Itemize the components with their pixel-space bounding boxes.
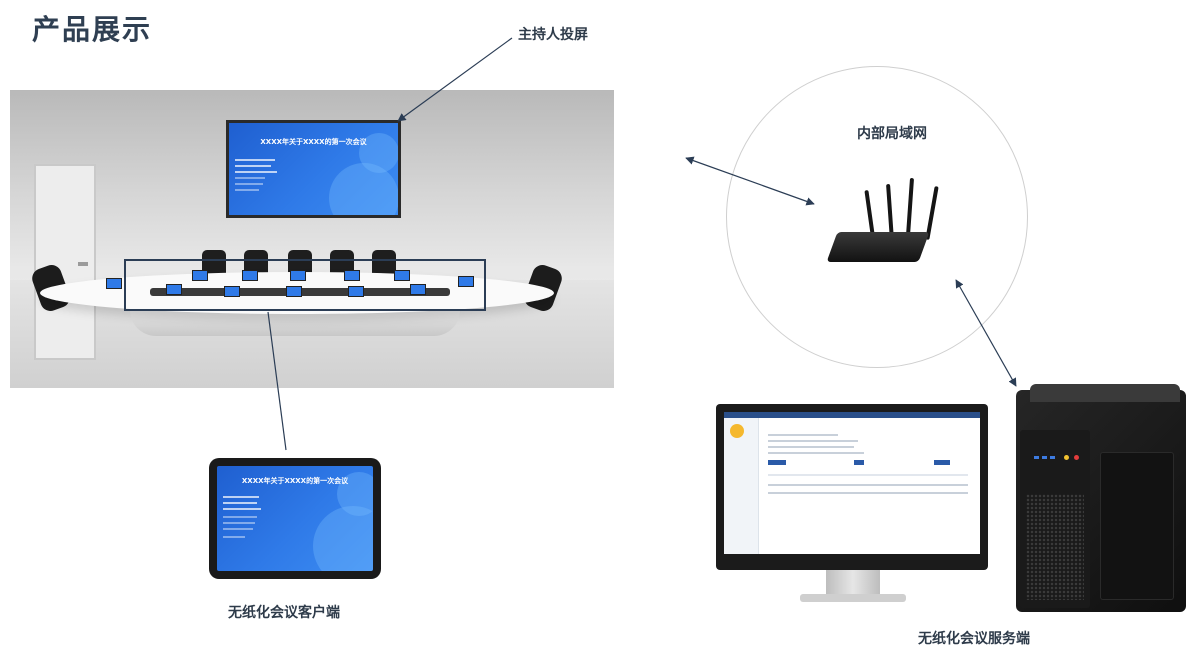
desk-tablet — [344, 270, 360, 281]
wall-display-title: XXXX年关于XXXX的第一次会议 — [260, 138, 367, 146]
desk-tablet — [348, 286, 364, 297]
desk-tablet — [106, 278, 122, 289]
server-lan-arrow — [955, 279, 1017, 387]
projection-arrow — [397, 37, 513, 122]
desk-tablet — [410, 284, 426, 295]
server-monitor — [716, 404, 988, 570]
desk-tablet — [192, 270, 208, 281]
lan-label: 内部局域网 — [857, 126, 927, 142]
tablet-screen-title: XXXX年关于XXXX的第一次会议 — [241, 477, 349, 485]
client-label: 无纸化会议客户端 — [228, 605, 340, 621]
client-tablet: XXXX年关于XXXX的第一次会议 — [209, 458, 381, 579]
desk-tablet — [242, 270, 258, 281]
table-base — [130, 310, 460, 336]
server-label: 无纸化会议服务端 — [918, 631, 1030, 647]
desk-tablet — [286, 286, 302, 297]
client-highlight-box — [124, 259, 486, 311]
room-lan-arrow — [685, 156, 815, 206]
door — [34, 164, 96, 360]
client-connector-line — [267, 311, 287, 451]
monitor-base — [800, 594, 906, 602]
desk-tablet — [224, 286, 240, 297]
desk-tablet — [394, 270, 410, 281]
chair — [372, 250, 396, 276]
host-projection-label: 主持人投屏 — [518, 27, 588, 43]
monitor-stand — [826, 570, 880, 596]
meeting-room-image: XXXX年关于XXXX的第一次会议 — [10, 90, 614, 388]
page-title: 产品展示 — [32, 13, 153, 46]
wall-display: XXXX年关于XXXX的第一次会议 — [226, 120, 401, 218]
desk-tablet — [166, 284, 182, 295]
lan-circle — [726, 66, 1028, 368]
desk-tablet — [458, 276, 474, 287]
desk-tablet — [290, 270, 306, 281]
